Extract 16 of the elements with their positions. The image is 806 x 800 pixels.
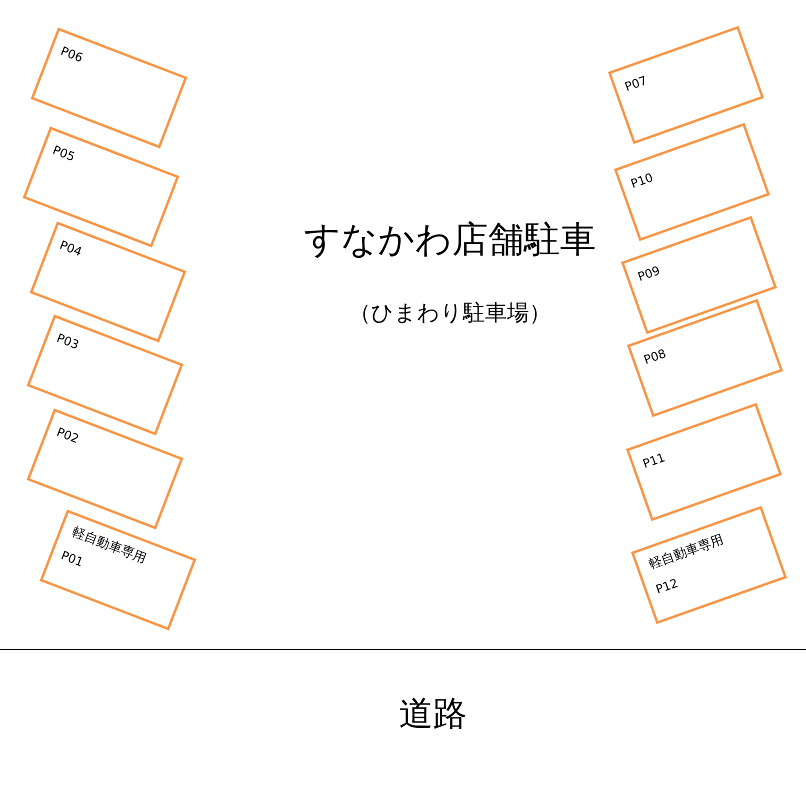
title: すなかわ店舗駐車 [304, 218, 596, 262]
space-number: P03 [54, 330, 81, 352]
subtitle: （ひまわり駐車場） [349, 300, 551, 328]
reserved-note: 軽自動車専用 [647, 532, 726, 572]
space-number: P07 [622, 73, 649, 94]
space-number: P04 [58, 238, 84, 260]
space-number: P02 [54, 424, 81, 446]
space-number: P09 [636, 263, 662, 284]
space-number: P01 [59, 548, 86, 570]
space-number: P08 [642, 346, 668, 367]
space-number: P05 [50, 142, 77, 164]
space-number: P06 [58, 44, 85, 66]
road-label: 道路 [399, 693, 467, 736]
space-number: P12 [654, 576, 680, 597]
space-number: P11 [640, 450, 667, 471]
space-number: P10 [628, 170, 655, 191]
